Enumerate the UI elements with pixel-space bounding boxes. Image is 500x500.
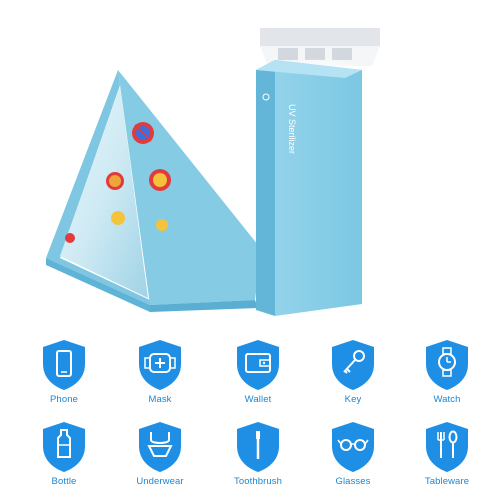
- item-mask: Mask: [120, 338, 200, 405]
- item-label: Toothbrush: [233, 476, 282, 487]
- tall-sterilizer-box: UV Sterilizer: [256, 28, 380, 316]
- item-toothbrush: Toothbrush: [218, 420, 298, 487]
- item-glasses: Glasses: [313, 420, 393, 487]
- item-bottle: Bottle: [24, 420, 104, 487]
- mask-icon: [139, 340, 181, 390]
- item-watch: Watch: [407, 338, 487, 405]
- item-label: Phone: [50, 394, 78, 405]
- item-label: Bottle: [51, 476, 77, 487]
- item-wallet: Wallet: [218, 338, 298, 405]
- phone-icon: [43, 340, 85, 390]
- glasses-icon: [332, 422, 374, 472]
- item-label: Wallet: [244, 394, 272, 405]
- toothbrush-icon: [237, 422, 279, 472]
- device-side-text: UV Sterilizer: [287, 104, 297, 154]
- item-label: Watch: [433, 394, 461, 405]
- item-label: Glasses: [335, 476, 371, 487]
- item-label: Mask: [148, 394, 172, 405]
- bottle-icon: [43, 422, 85, 472]
- tableware-icon: [426, 422, 468, 472]
- item-tableware: Tableware: [407, 420, 487, 487]
- triangle-sterilizer-box: [46, 70, 262, 312]
- wallet-icon: [237, 340, 279, 390]
- watch-icon: [426, 340, 468, 390]
- item-label: Underwear: [136, 476, 184, 487]
- key-icon: [332, 340, 374, 390]
- product-illustration: UV Sterilizer: [46, 28, 380, 316]
- item-phone: Phone: [24, 338, 104, 405]
- item-underwear: Underwear: [120, 420, 200, 487]
- item-label: Key: [344, 394, 362, 405]
- underwear-icon: [139, 422, 181, 472]
- germ-stickers: [65, 122, 171, 243]
- item-key: Key: [313, 338, 393, 405]
- item-label: Tableware: [424, 476, 470, 487]
